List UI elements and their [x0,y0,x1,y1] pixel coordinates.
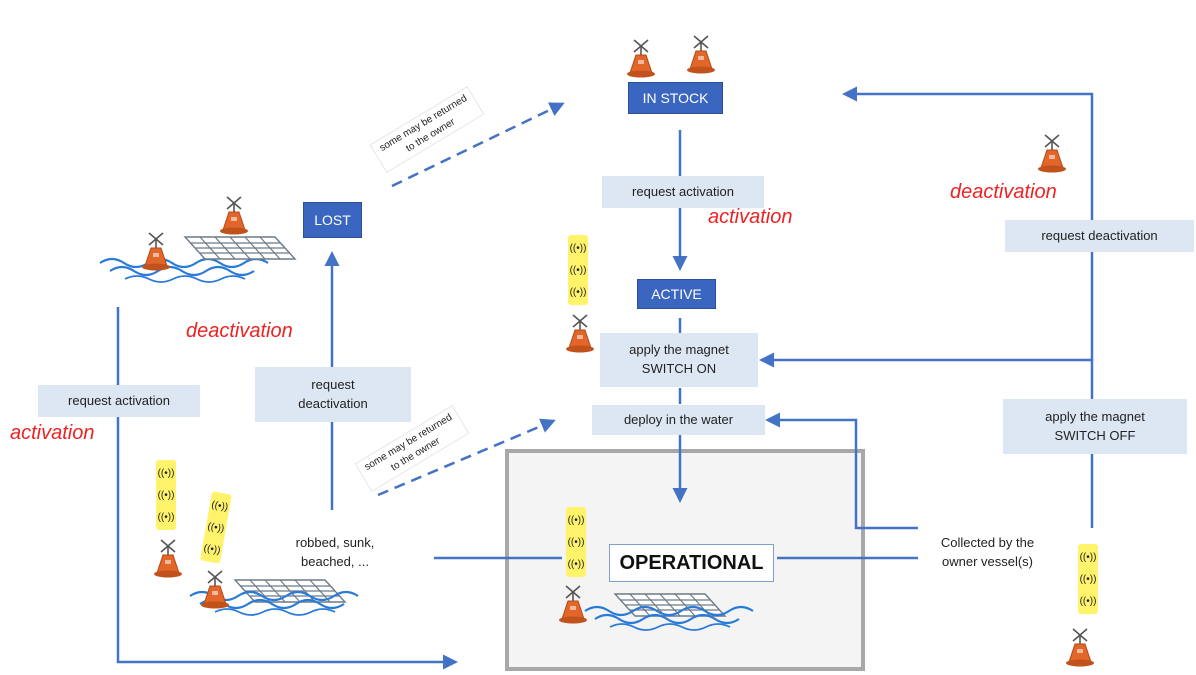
buoy-icon [1037,134,1067,174]
state-active: ACTIVE [637,279,716,309]
buoy-icon [200,570,230,610]
lost-to-instock-dashed-arrow [391,102,565,188]
signal-icon [1078,544,1098,614]
text-robbed-sunk-beached: robbed, sunk, beached, ... [280,534,390,572]
signal-icon [566,507,586,577]
buoy-icon [153,539,183,579]
buoy-icon [626,39,656,79]
label-deploy-in-water: deploy in the water [592,405,765,435]
state-lost: LOST [303,202,362,238]
label-request-activation-top: request activation [602,176,764,208]
label-request-deactivation-left: request deactivation [255,367,411,422]
event-deactivation-right: deactivation [950,181,1057,203]
label-request-deactivation-right: request deactivation [1005,220,1194,252]
buoy-icon [686,35,716,75]
buoy-icon [1065,628,1095,668]
label-apply-magnet-switch-off: apply the magnet SWITCH OFF [1003,399,1187,454]
state-operational: OPERATIONAL [609,544,774,582]
right-loop [759,86,1094,560]
signal-icon [568,235,588,305]
event-deactivation-left: deactivation [186,320,293,342]
water-waves-icon [98,257,270,284]
event-activation-top: activation [708,206,793,228]
collected-to-instock-arrow [842,86,1094,528]
collected-to-deploy-arrow [765,412,918,530]
robbed-to-deploy-dashed-arrow [377,418,556,497]
label-apply-magnet-switch-on: apply the magnet SWITCH ON [600,333,758,387]
event-activation-left: activation [10,422,95,444]
signal-icon [199,491,232,564]
buoy-icon [558,585,588,625]
text-collected-by-owner: Collected by the owner vessel(s) [920,534,1055,572]
signal-icon [156,460,176,530]
buoy-icon [219,196,249,236]
buoy-icon [565,314,595,354]
label-request-activation-left: request activation [38,385,200,417]
lost-to-operational-arrow [116,307,458,670]
buoy-icon [141,232,171,272]
fad-raft-icon [184,236,296,260]
state-in-stock: IN STOCK [628,82,723,114]
dashed-returns [377,102,565,497]
